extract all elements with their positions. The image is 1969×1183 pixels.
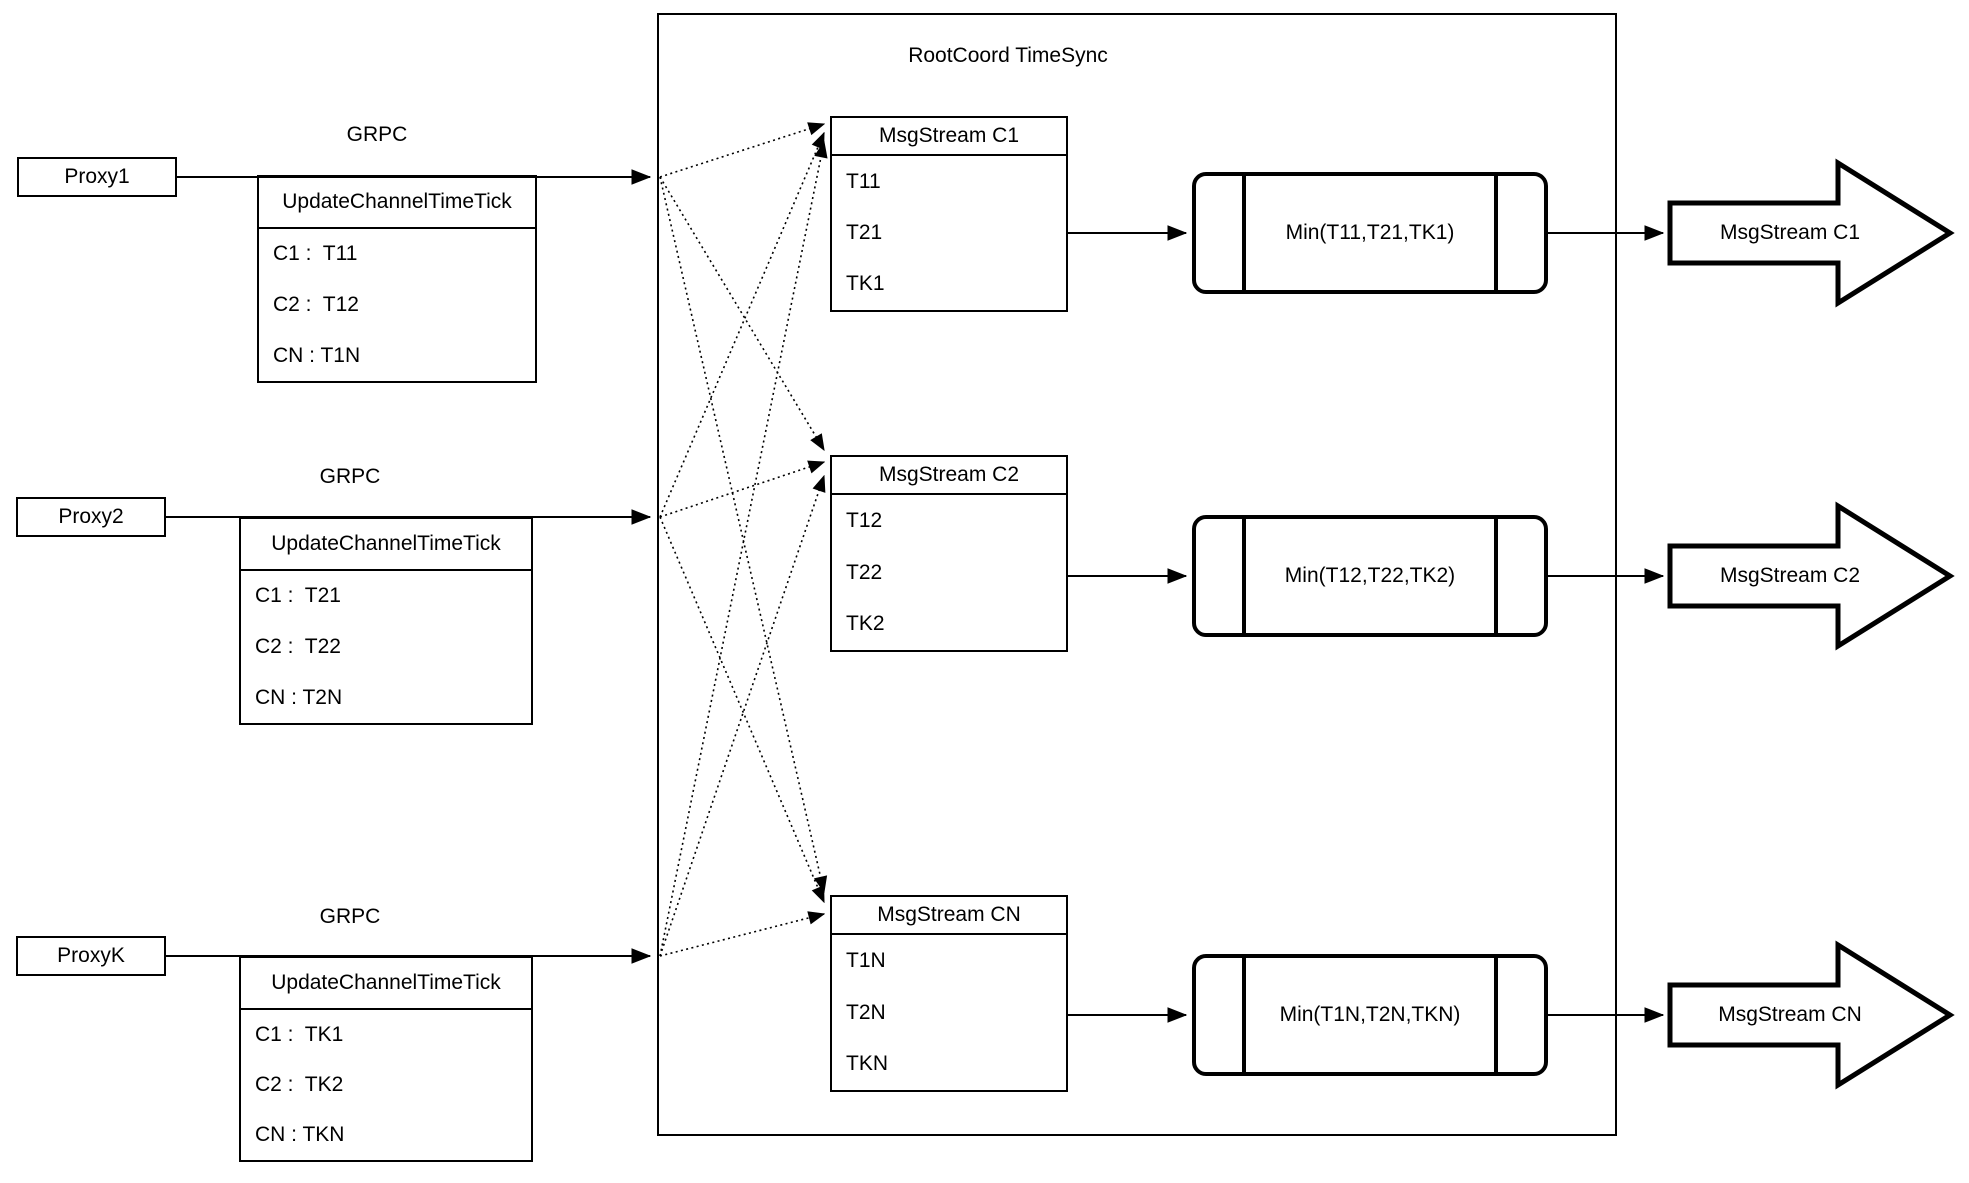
msgstream-cn-title: MsgStream CN <box>832 897 1066 935</box>
proxyk-timetick-title: UpdateChannelTimeTick <box>241 958 531 1010</box>
msgstream-c1-t11: T11 <box>846 169 881 193</box>
msgstream-cn-box: MsgStream CN T1N T2N TKN <box>830 895 1068 1092</box>
msgstream-c2-t12: T12 <box>846 508 883 532</box>
msgstream-cn-tkn: TKN <box>846 1052 888 1076</box>
proxy2-grpc-label: GRPC <box>319 465 381 488</box>
proxy1-grpc-label: GRPC <box>346 123 408 146</box>
msgstream-cn-t2n: T2N <box>846 1000 886 1024</box>
msgstream-c2-tk2: TK2 <box>846 612 885 636</box>
min-c1-label: Min(T11,T21,TK1) <box>1285 221 1455 244</box>
proxy2-box: Proxy2 <box>16 497 166 537</box>
min-cn-right-bar <box>1494 958 1498 1072</box>
min-cn-label: Min(T1N,T2N,TKN) <box>1279 1003 1461 1026</box>
proxyk-box: ProxyK <box>16 936 166 976</box>
min-c1-left-bar <box>1242 176 1246 290</box>
proxy2-entry-cn: CN : T2N <box>255 685 343 709</box>
msgstream-c1-box: MsgStream C1 T11 T21 TK1 <box>830 116 1068 312</box>
msgstream-c1-t21: T21 <box>846 220 883 244</box>
proxyk-timetick-table: UpdateChannelTimeTick C1 : TK1 C2 : TK2 … <box>239 956 533 1162</box>
proxy1-entry-c1: C1 : T11 <box>273 242 358 266</box>
min-c1-right-bar <box>1494 176 1498 290</box>
proxy2-timetick-table: UpdateChannelTimeTick C1 : T21 C2 : T22 … <box>239 517 533 725</box>
proxy2-entry-c2: C2 : T22 <box>255 635 341 658</box>
output-cn-label: MsgStream CN <box>1718 1003 1862 1026</box>
msgstream-c2-box: MsgStream C2 T12 T22 TK2 <box>830 455 1068 652</box>
proxy2-timetick-title: UpdateChannelTimeTick <box>241 519 531 571</box>
proxyk-grpc-label: GRPC <box>319 905 381 928</box>
msgstream-c1-title: MsgStream C1 <box>832 118 1066 156</box>
min-cn-box: Min(T1N,T2N,TKN) <box>1192 954 1548 1076</box>
proxyk-entry-c2: C2 : TK2 <box>255 1073 344 1096</box>
min-c2-right-bar <box>1494 519 1498 633</box>
proxy1-entry-c2: C2 : T12 <box>273 293 359 316</box>
rootcoord-timesync-container <box>657 13 1617 1136</box>
output-c1-label: MsgStream C1 <box>1719 221 1861 244</box>
rootcoord-title: RootCoord TimeSync <box>908 44 1108 67</box>
min-c2-label: Min(T12,T22,TK2) <box>1284 564 1456 587</box>
msgstream-c1-tk1: TK1 <box>846 272 885 296</box>
proxyk-entry-cn: CN : TKN <box>255 1123 345 1146</box>
min-cn-left-bar <box>1242 958 1246 1072</box>
proxy1-timetick-title: UpdateChannelTimeTick <box>259 177 535 229</box>
msgstream-cn-t1n: T1N <box>846 948 886 972</box>
proxy1-entry-cn: CN : T1N <box>273 343 361 367</box>
msgstream-c2-t22: T22 <box>846 560 883 584</box>
proxyk-entry-c1: C1 : TK1 <box>255 1023 344 1046</box>
output-c2-label: MsgStream C2 <box>1719 564 1861 587</box>
proxy1-box: Proxy1 <box>17 157 177 197</box>
msgstream-c2-title: MsgStream C2 <box>832 457 1066 495</box>
min-c1-box: Min(T11,T21,TK1) <box>1192 172 1548 294</box>
min-c2-box: Min(T12,T22,TK2) <box>1192 515 1548 637</box>
proxy2-entry-c1: C1 : T21 <box>255 584 341 608</box>
proxy1-timetick-table: UpdateChannelTimeTick C1 : T11 C2 : T12 … <box>257 175 537 383</box>
min-c2-left-bar <box>1242 519 1246 633</box>
